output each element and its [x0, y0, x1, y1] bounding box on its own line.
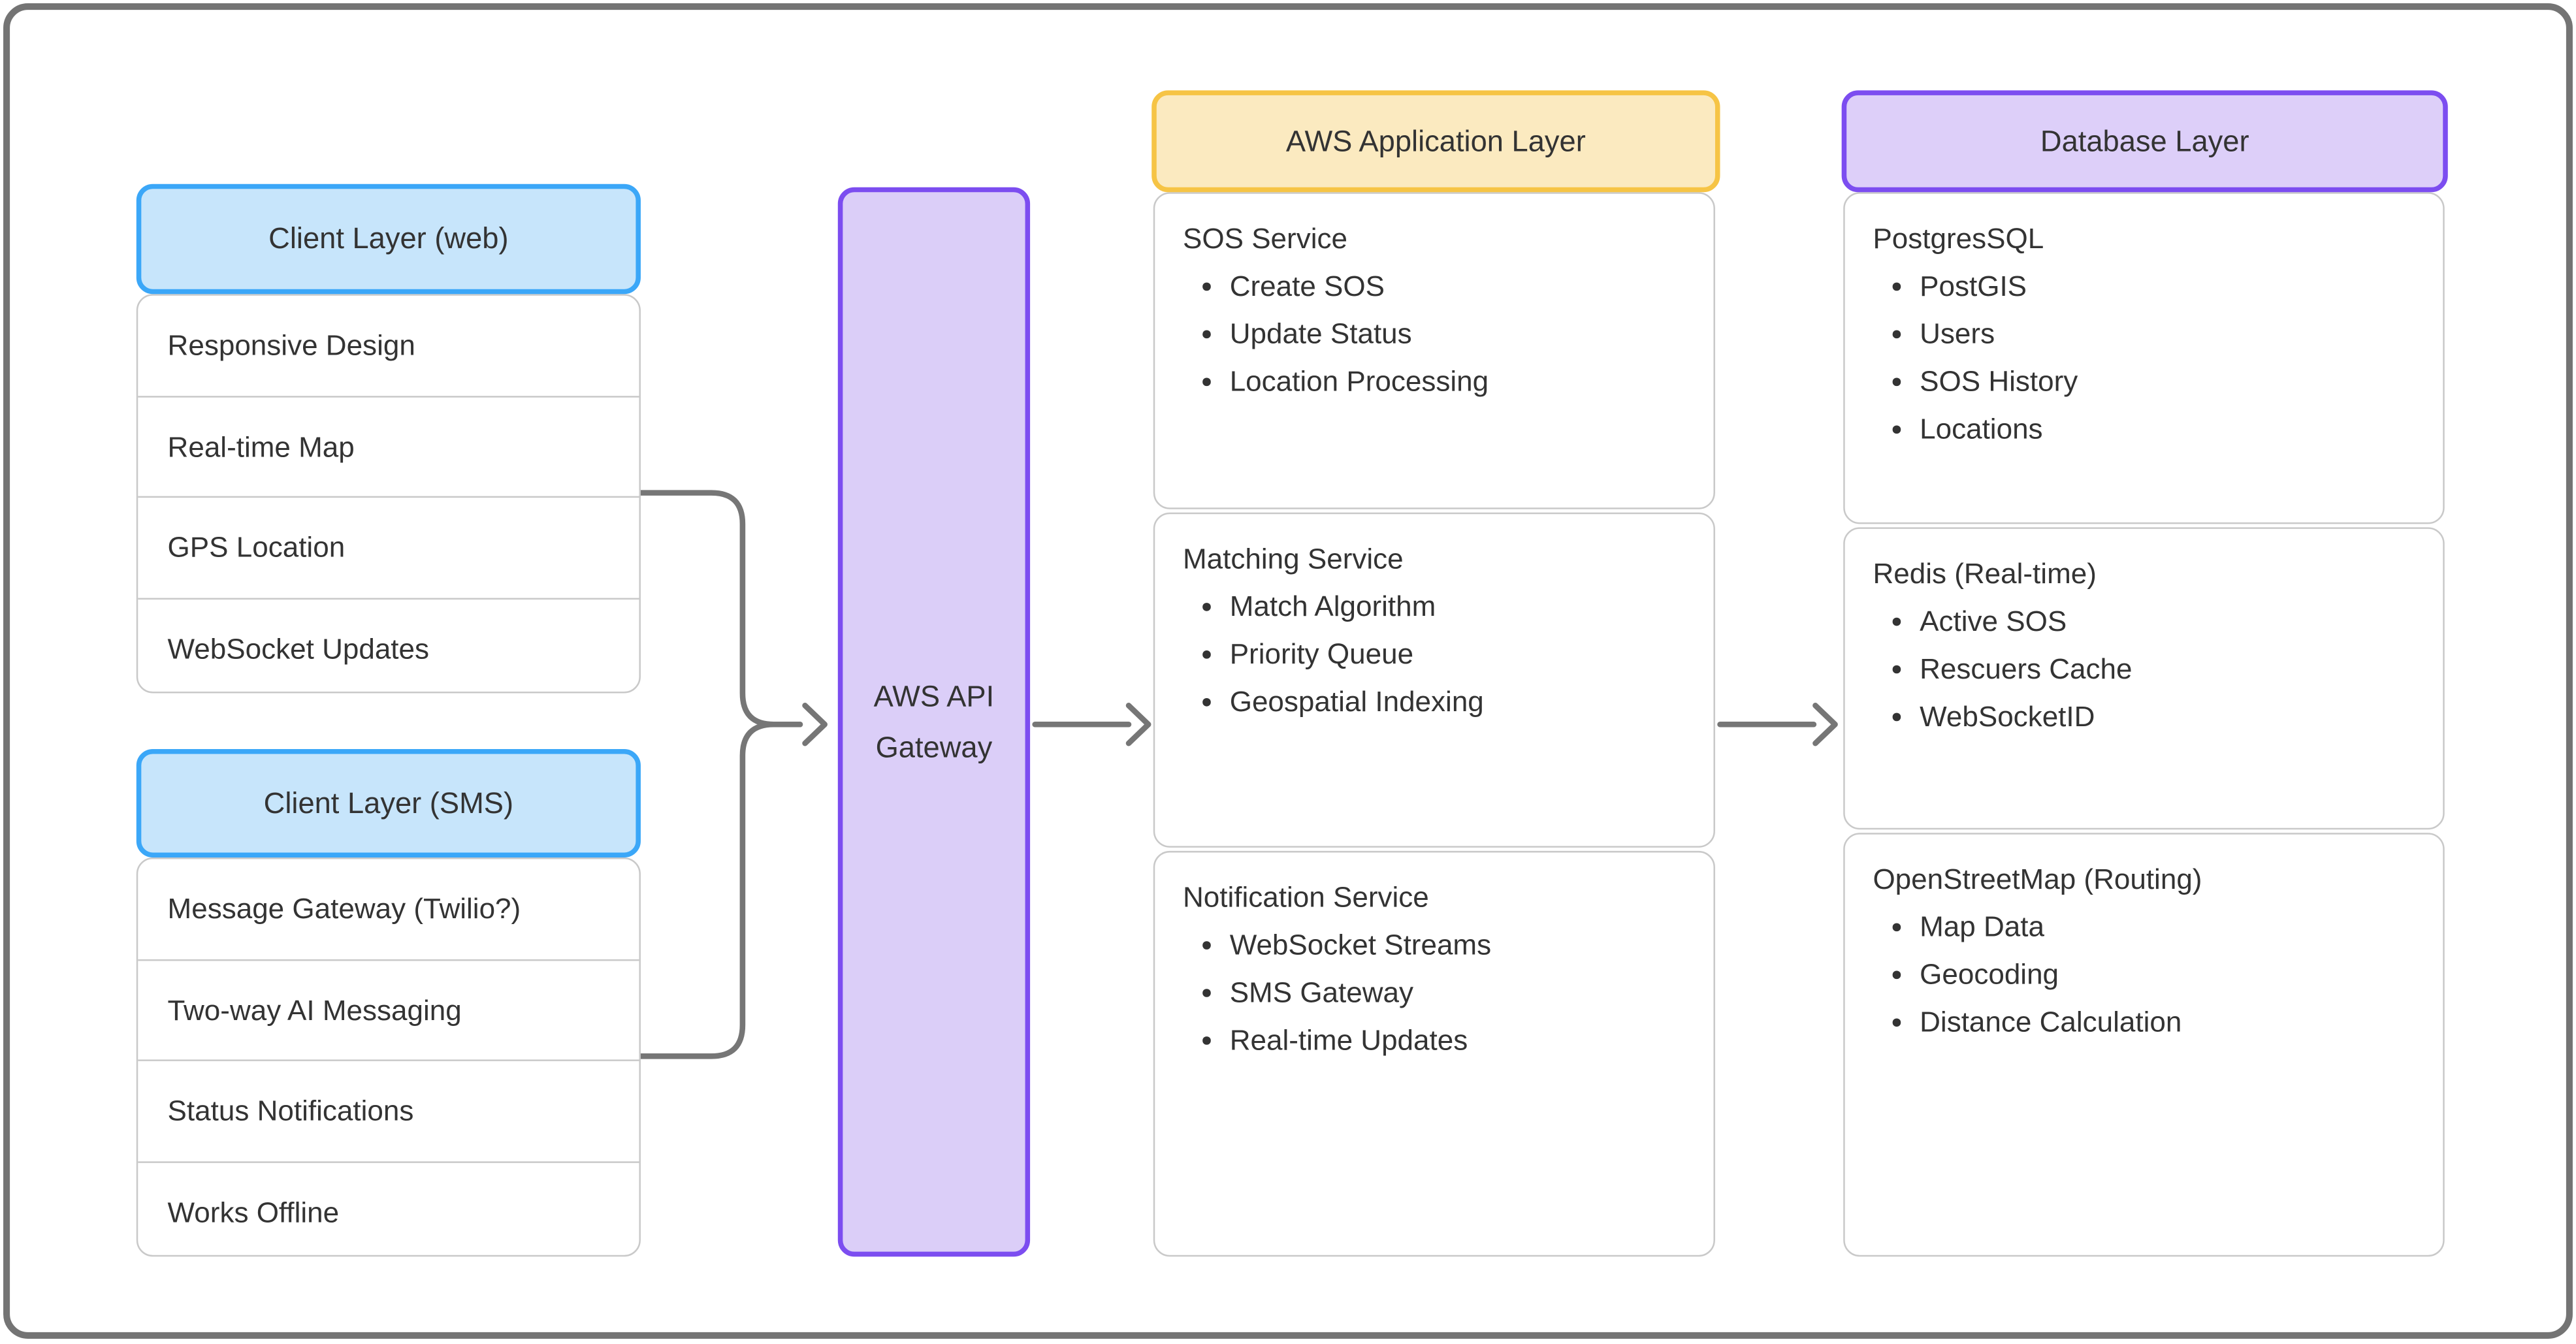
bullet-icon — [1892, 377, 1901, 386]
bullet-label: Rescuers Cache — [1920, 652, 2133, 685]
app-section-notification-service: Notification Service WebSocket Streams S… — [1153, 850, 1715, 1257]
gateway-label-line1: AWS API — [873, 679, 995, 712]
bullet-label: Match Algorithm — [1229, 589, 1436, 623]
bullet-item: Rescuers Cache — [1873, 646, 2426, 694]
bullet-item: Map Data — [1873, 903, 2426, 951]
client-sms-list: Message Gateway (Twilio?) Two-way AI Mes… — [136, 857, 641, 1257]
bullet-label: Geocoding — [1920, 957, 2059, 991]
bullet-label: Priority Queue — [1229, 637, 1414, 671]
section-title: OpenStreetMap (Routing) — [1873, 862, 2202, 895]
bullet-icon — [1202, 377, 1211, 386]
bullet-label: Update Status — [1229, 317, 1412, 350]
db-section-openstreetmap: OpenStreetMap (Routing) Map Data Geocodi… — [1843, 833, 2445, 1257]
client-sms-row: Works Offline — [138, 1160, 639, 1262]
bullet-item: Users — [1873, 310, 2426, 358]
app-section-matching-service: Matching Service Match Algorithm Priorit… — [1153, 512, 1715, 848]
client-web-title: Client Layer (web) — [268, 221, 509, 255]
bullet-label: Map Data — [1920, 910, 2044, 943]
app-section-sos-service: SOS Service Create SOS Update Status Loc… — [1153, 192, 1715, 509]
connector-sms-to-gateway — [637, 721, 803, 1059]
bullet-item: Active SOS — [1873, 598, 2426, 646]
bullet-item: Priority Queue — [1183, 631, 1697, 679]
bullet-icon — [1892, 970, 1901, 979]
bullet-item: SMS Gateway — [1183, 969, 1697, 1017]
client-sms-row: Two-way AI Messaging — [138, 958, 639, 1060]
section-title: Redis (Real-time) — [1873, 556, 2097, 590]
arrowhead-into-gateway-icon — [802, 703, 828, 746]
bullet-item: Update Status — [1183, 310, 1697, 358]
arrowhead-into-db-icon — [1812, 703, 1838, 746]
bullet-label: SMS Gateway — [1229, 976, 1414, 1009]
bullet-item: SOS History — [1873, 358, 2426, 406]
bullet-icon — [1202, 989, 1211, 997]
bullet-icon — [1202, 282, 1211, 291]
bullet-label: WebSocket Streams — [1229, 928, 1492, 961]
bullet-item: Distance Calculation — [1873, 999, 2426, 1046]
bullet-icon — [1202, 698, 1211, 707]
client-web-row: Responsive Design — [167, 328, 415, 362]
section-title: PostgresSQL — [1873, 221, 2044, 255]
client-sms-row: Status Notifications — [138, 1059, 639, 1160]
bullet-icon — [1892, 712, 1901, 721]
bullet-icon — [1202, 941, 1211, 950]
connector-web-to-gateway — [637, 490, 803, 728]
bullet-item: Geospatial Indexing — [1183, 679, 1697, 726]
db-layer-title: Database Layer — [2040, 123, 2249, 157]
bullet-icon — [1202, 1036, 1211, 1045]
bullet-icon — [1892, 618, 1901, 626]
bullet-label: Users — [1920, 317, 1995, 350]
bullet-icon — [1892, 923, 1901, 931]
bullet-item: WebSocketID — [1873, 693, 2426, 741]
client-web-header: Client Layer (web) — [136, 184, 641, 295]
bullet-label: PostGIS — [1920, 269, 2027, 302]
db-layer-header: Database Layer — [1841, 90, 2448, 193]
client-web-row: GPS Location — [138, 496, 639, 598]
section-title: SOS Service — [1183, 221, 1348, 255]
app-layer-title: AWS Application Layer — [1285, 123, 1586, 157]
bullet-icon — [1892, 1018, 1901, 1027]
bullet-label: Distance Calculation — [1920, 1005, 2182, 1038]
gateway-label-line2: Gateway — [875, 730, 993, 763]
bullet-icon — [1892, 330, 1901, 338]
bullet-icon — [1202, 650, 1211, 659]
bullet-icon — [1202, 330, 1211, 338]
bullet-label: WebSocketID — [1920, 699, 2095, 733]
bullet-label: Active SOS — [1920, 604, 2067, 637]
bullet-icon — [1892, 425, 1901, 434]
bullet-item: WebSocket Streams — [1183, 921, 1697, 969]
bullet-label: Create SOS — [1229, 269, 1385, 302]
section-title: Notification Service — [1183, 880, 1429, 914]
db-section-redis: Redis (Real-time) Active SOS Rescuers Ca… — [1843, 527, 2445, 830]
bullet-icon — [1892, 282, 1901, 291]
bullet-label: Geospatial Indexing — [1229, 684, 1484, 718]
client-web-row: WebSocket Updates — [138, 597, 639, 698]
bullet-label: SOS History — [1920, 364, 2078, 398]
bullet-icon — [1202, 603, 1211, 611]
bullet-item: Location Processing — [1183, 358, 1697, 406]
client-sms-title: Client Layer (SMS) — [263, 786, 514, 819]
db-section-postgressql: PostgresSQL PostGIS Users SOS History Lo… — [1843, 192, 2445, 524]
bullet-item: Match Algorithm — [1183, 583, 1697, 631]
app-layer-header: AWS Application Layer — [1151, 90, 1720, 193]
client-sms-row: Message Gateway (Twilio?) — [167, 891, 521, 925]
bullet-item: Create SOS — [1183, 263, 1697, 310]
bullet-item: PostGIS — [1873, 263, 2426, 310]
bullet-item: Locations — [1873, 406, 2426, 453]
section-title: Matching Service — [1183, 542, 1404, 575]
bullet-item: Real-time Updates — [1183, 1017, 1697, 1064]
bullet-label: Locations — [1920, 412, 2043, 445]
bullet-icon — [1892, 665, 1901, 674]
bullet-item: Geocoding — [1873, 951, 2426, 999]
arrowhead-into-app-icon — [1125, 703, 1151, 746]
client-sms-header: Client Layer (SMS) — [136, 748, 641, 857]
client-web-list: Responsive Design Real-time Map GPS Loca… — [136, 294, 641, 694]
bullet-label: Location Processing — [1229, 364, 1489, 398]
client-web-row: Real-time Map — [138, 394, 639, 496]
aws-api-gateway-node: AWS API Gateway — [837, 187, 1031, 1257]
bullet-label: Real-time Updates — [1229, 1023, 1468, 1057]
